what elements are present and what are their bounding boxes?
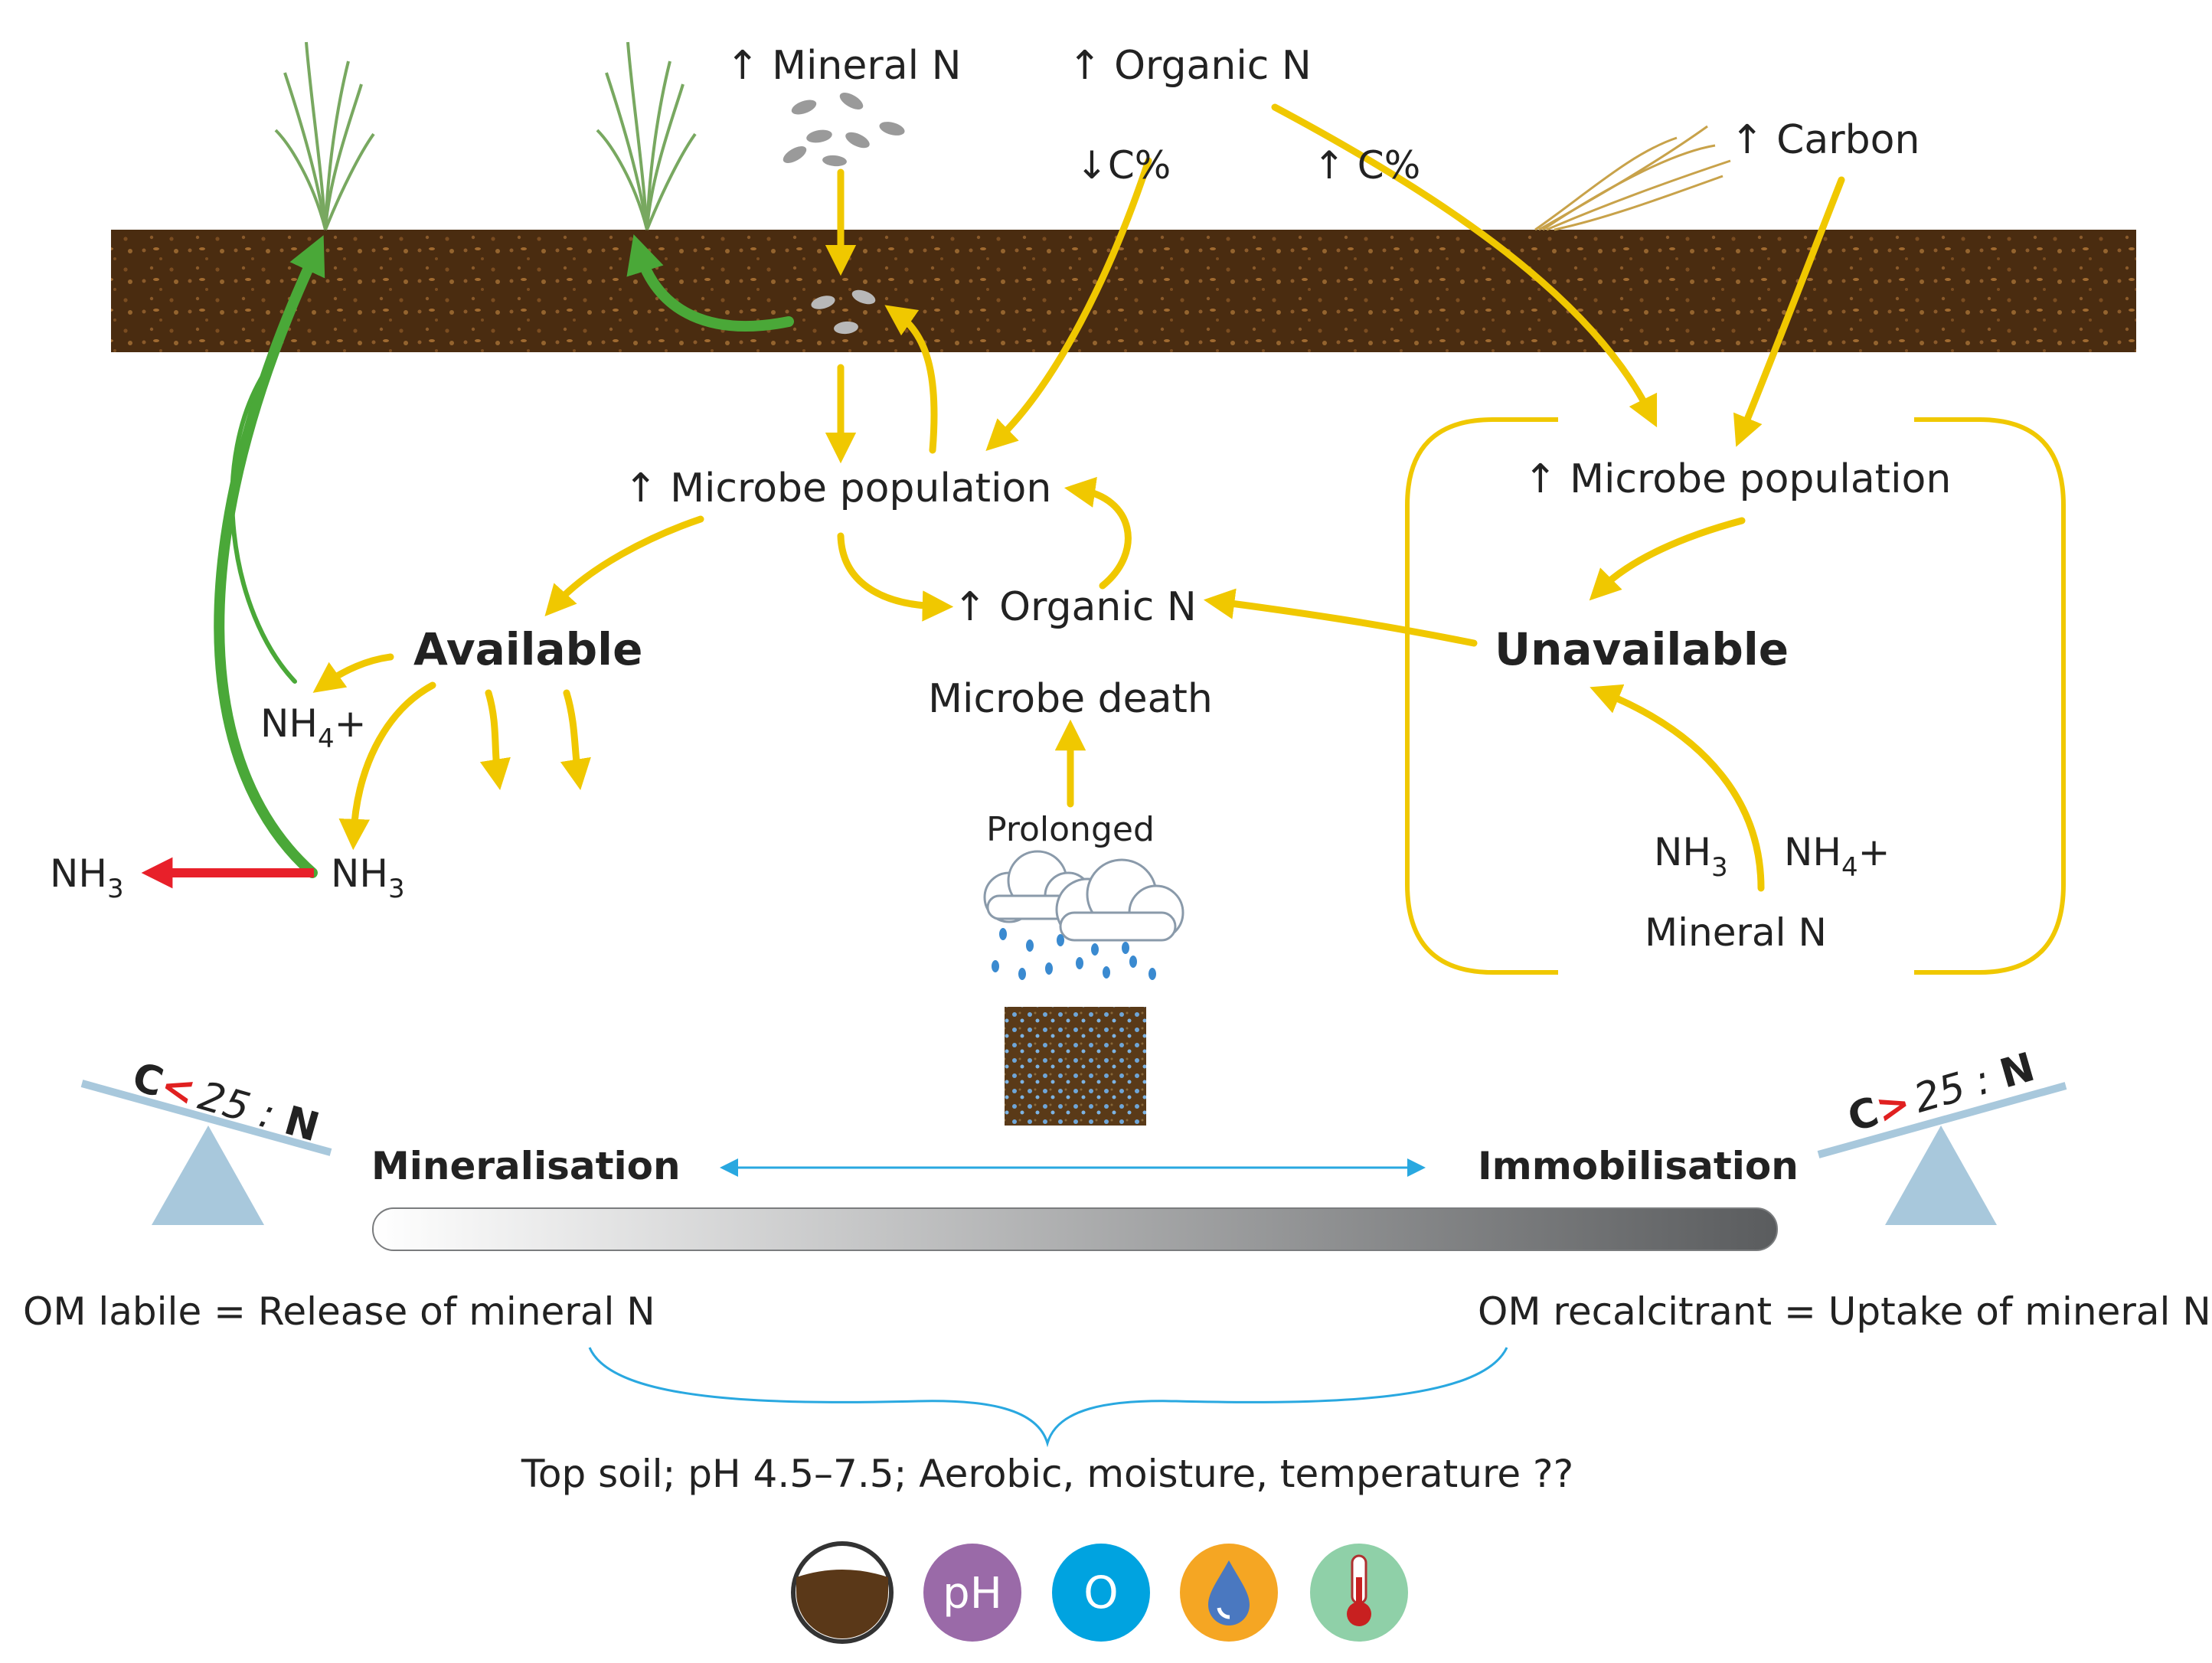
saturated-soil-icon bbox=[1005, 1007, 1146, 1126]
fertiliser-pellets-icon bbox=[783, 93, 905, 167]
conditions-brace bbox=[588, 1347, 1508, 1448]
low-carbon-label: ↓C% bbox=[1076, 143, 1171, 188]
temperature-icon bbox=[1310, 1544, 1408, 1642]
ratio-low-label: C<25 : N bbox=[127, 1054, 324, 1152]
prolonged-label: Prolonged bbox=[986, 810, 1155, 849]
rain-cloud-icon bbox=[983, 850, 1184, 980]
arrow-available-down-1 bbox=[479, 689, 511, 791]
arrow-mineral-n-to-unavailable bbox=[1590, 684, 1765, 892]
arrow-organic-n-low-c bbox=[985, 157, 1152, 452]
microbe-death-label: Microbe death bbox=[928, 676, 1213, 722]
moisture-icon bbox=[1180, 1544, 1278, 1642]
arrow-unavailable-to-organic-n bbox=[1203, 588, 1478, 647]
nh3-volatilised-label: NH3 bbox=[50, 851, 124, 904]
seesaw-high-ratio-icon bbox=[1817, 1082, 2067, 1225]
microbe-population-left-label: ↑ Microbe population bbox=[624, 466, 1051, 511]
nh3-right-label: NH3 bbox=[1654, 830, 1728, 883]
flow-arrows bbox=[312, 103, 1845, 892]
grass-plant-icon-2 bbox=[596, 41, 697, 230]
arrow-carbon-down bbox=[1733, 176, 1845, 447]
plant-uptake-arrows bbox=[214, 234, 794, 878]
soil-icon bbox=[791, 1541, 894, 1644]
unavailable-label: Unavailable bbox=[1495, 623, 1789, 675]
conditions-label: Top soil; pH 4.5–7.5; Aerobic, moisture,… bbox=[521, 1452, 1573, 1496]
arrow-available-down-2 bbox=[560, 689, 591, 791]
arrow-microbes-to-unavailable bbox=[1589, 517, 1746, 601]
high-carbon-label: ↑ C% bbox=[1313, 143, 1420, 188]
arrow-microbes-up-to-pellets bbox=[884, 305, 938, 454]
arrow-organic-n-high-c bbox=[1271, 103, 1658, 428]
mineral-n-right-label: Mineral N bbox=[1645, 910, 1827, 955]
organic-n-center-label: ↑ Organic N bbox=[953, 584, 1197, 630]
mineral-n-top-label: ↑ Mineral N bbox=[726, 43, 961, 89]
mineralisation-gradient-bar bbox=[372, 1207, 1778, 1251]
seesaw-low-ratio-icon bbox=[80, 1080, 332, 1225]
arrow-microbes-to-available bbox=[544, 515, 704, 617]
nh3-soil-label: NH3 bbox=[331, 851, 405, 904]
organic-n-top-label: ↑ Organic N bbox=[1068, 43, 1312, 89]
nh4-left-label: NH4+ bbox=[260, 701, 367, 754]
arrow-available-to-nh3 bbox=[338, 681, 436, 851]
unavailable-bracket bbox=[1405, 417, 2066, 975]
available-label: Available bbox=[413, 623, 642, 675]
arrow-pellets-to-plant bbox=[626, 234, 794, 332]
mineralisation-label: Mineralisation bbox=[371, 1144, 681, 1188]
arrow-available-to-nh4 bbox=[312, 653, 394, 693]
oxygen-icon-label: O bbox=[1083, 1567, 1119, 1619]
oxygen-icon: O bbox=[1052, 1544, 1150, 1642]
soil-layer bbox=[111, 230, 2136, 352]
labels: ↑ Mineral N ↑ Organic N ↓C% ↑ C% ↑ Carbo… bbox=[23, 43, 2211, 1496]
om-labile-label: OM labile = Release of mineral N bbox=[23, 1289, 655, 1334]
arrow-organic-n-loop bbox=[1064, 476, 1132, 590]
immobilisation-label: Immobilisation bbox=[1478, 1144, 1799, 1188]
arrow-nh4-to-plant bbox=[230, 365, 297, 684]
ph-icon-label: pH bbox=[943, 1569, 1002, 1619]
microbe-population-right-label: ↑ Microbe population bbox=[1524, 456, 1951, 502]
pellets-in-soil-icon bbox=[811, 289, 876, 335]
arrow-microbes-to-organic-n bbox=[837, 532, 954, 622]
carbon-label: ↑ Carbon bbox=[1730, 117, 1920, 163]
om-recalcitrant-label: OM recalcitrant = Uptake of mineral N bbox=[1478, 1289, 2211, 1334]
grass-plant-icon bbox=[274, 41, 375, 230]
nh4-right-label: NH4+ bbox=[1784, 830, 1890, 883]
dry-grass-icon bbox=[1534, 125, 1731, 231]
ph-icon: pH bbox=[923, 1544, 1021, 1642]
